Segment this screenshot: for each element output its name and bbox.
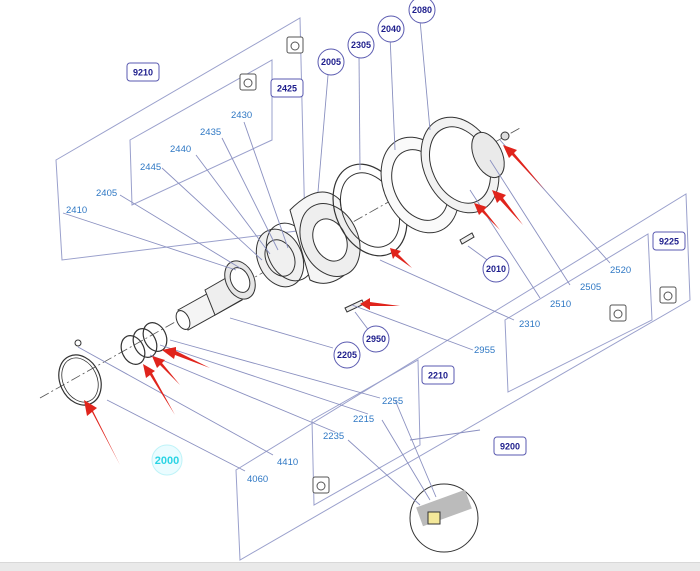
svg-text:2010: 2010 <box>486 264 506 274</box>
bottom-scroll-strip <box>0 562 700 571</box>
parts <box>58 116 510 553</box>
callout-2005[interactable]: 2005 <box>317 48 345 76</box>
label-2405: 2405 <box>96 188 117 199</box>
label-2440: 2440 <box>170 144 191 155</box>
label-2520: 2520 <box>610 265 631 276</box>
callout-2950[interactable]: 2950 <box>362 325 390 353</box>
callout-2210[interactable]: 2210 <box>421 365 455 385</box>
frame-9200 <box>235 193 691 561</box>
label-2955: 2955 <box>474 345 495 356</box>
snap-ring-2215 <box>132 328 158 358</box>
circled-labels: 2080 2040 2305 2005 2010 2950 2205 <box>317 0 510 369</box>
svg-text:2000: 2000 <box>155 455 179 467</box>
svg-text:9200: 9200 <box>500 442 520 452</box>
label-2310: 2310 <box>519 319 540 330</box>
arrow-2310 <box>390 248 412 268</box>
svg-text:2005: 2005 <box>321 57 341 67</box>
frame-2425 <box>129 59 273 206</box>
label-2235: 2235 <box>323 431 344 442</box>
manual-icon <box>312 476 330 494</box>
label-4410: 4410 <box>277 457 298 468</box>
svg-text:2305: 2305 <box>351 40 371 50</box>
svg-text:2210: 2210 <box>428 371 448 381</box>
callout-2305[interactable]: 2305 <box>347 31 375 59</box>
o-ring-4060 <box>58 354 102 406</box>
arrow-snap-c <box>152 356 180 385</box>
leader-lines <box>62 19 611 506</box>
frame-9210 <box>55 17 306 261</box>
boxed-labels: 9210 2425 9225 2210 9200 <box>126 62 686 456</box>
callout-2205[interactable]: 2205 <box>333 341 361 369</box>
manual-icon <box>286 36 304 54</box>
assembly-number[interactable]: 2000 <box>151 444 183 476</box>
callout-9200[interactable]: 9200 <box>493 436 527 456</box>
callout-2040[interactable]: 2040 <box>377 15 405 43</box>
arrow-2520 <box>503 145 545 190</box>
manual-icon <box>239 73 257 91</box>
svg-text:2040: 2040 <box>381 24 401 34</box>
snap-ring-2255 <box>142 322 168 352</box>
manual-icon <box>609 304 627 322</box>
callout-2080[interactable]: 2080 <box>408 0 436 24</box>
label-2445: 2445 <box>140 162 161 173</box>
arrow-snap-a <box>143 364 175 415</box>
callout-2010[interactable]: 2010 <box>482 255 510 283</box>
bolt-2520 <box>500 131 510 141</box>
callout-9210[interactable]: 9210 <box>126 62 160 82</box>
bolt-2010 <box>459 232 475 245</box>
manual-icon <box>659 286 677 304</box>
callout-2425[interactable]: 2425 <box>270 78 304 98</box>
label-2505: 2505 <box>580 282 601 293</box>
svg-text:2425: 2425 <box>277 84 297 94</box>
svg-text:2205: 2205 <box>337 350 357 360</box>
red-arrows <box>84 145 545 465</box>
label-2435: 2435 <box>200 127 221 138</box>
svg-text:2950: 2950 <box>366 334 386 344</box>
arrow-2510 <box>474 203 500 230</box>
label-2215: 2215 <box>353 414 374 425</box>
label-2410: 2410 <box>66 205 87 216</box>
snap-ring-2235 <box>120 335 146 365</box>
small-pin-4410 <box>74 339 82 347</box>
doc-icons <box>239 36 677 494</box>
plain-labels: 2430 2435 2440 2445 2405 2410 2520 2505 … <box>66 110 631 485</box>
frame-9225 <box>504 233 653 393</box>
cover-2520 <box>471 131 505 179</box>
svg-text:9210: 9210 <box>133 68 153 78</box>
arrow-oring <box>84 400 120 465</box>
label-2430: 2430 <box>231 110 252 121</box>
frame-2210 <box>311 359 421 506</box>
label-2255: 2255 <box>382 396 403 407</box>
arrow-snap-b <box>162 347 210 368</box>
svg-text:2080: 2080 <box>412 5 432 15</box>
arrow-2950 <box>360 298 400 310</box>
arrow-2505 <box>492 190 523 225</box>
svg-text:9225: 9225 <box>659 237 679 247</box>
o-ring-4060-inner <box>61 357 99 403</box>
label-4060: 4060 <box>247 474 268 485</box>
callout-9225[interactable]: 9225 <box>652 231 686 251</box>
label-2510: 2510 <box>550 299 571 310</box>
